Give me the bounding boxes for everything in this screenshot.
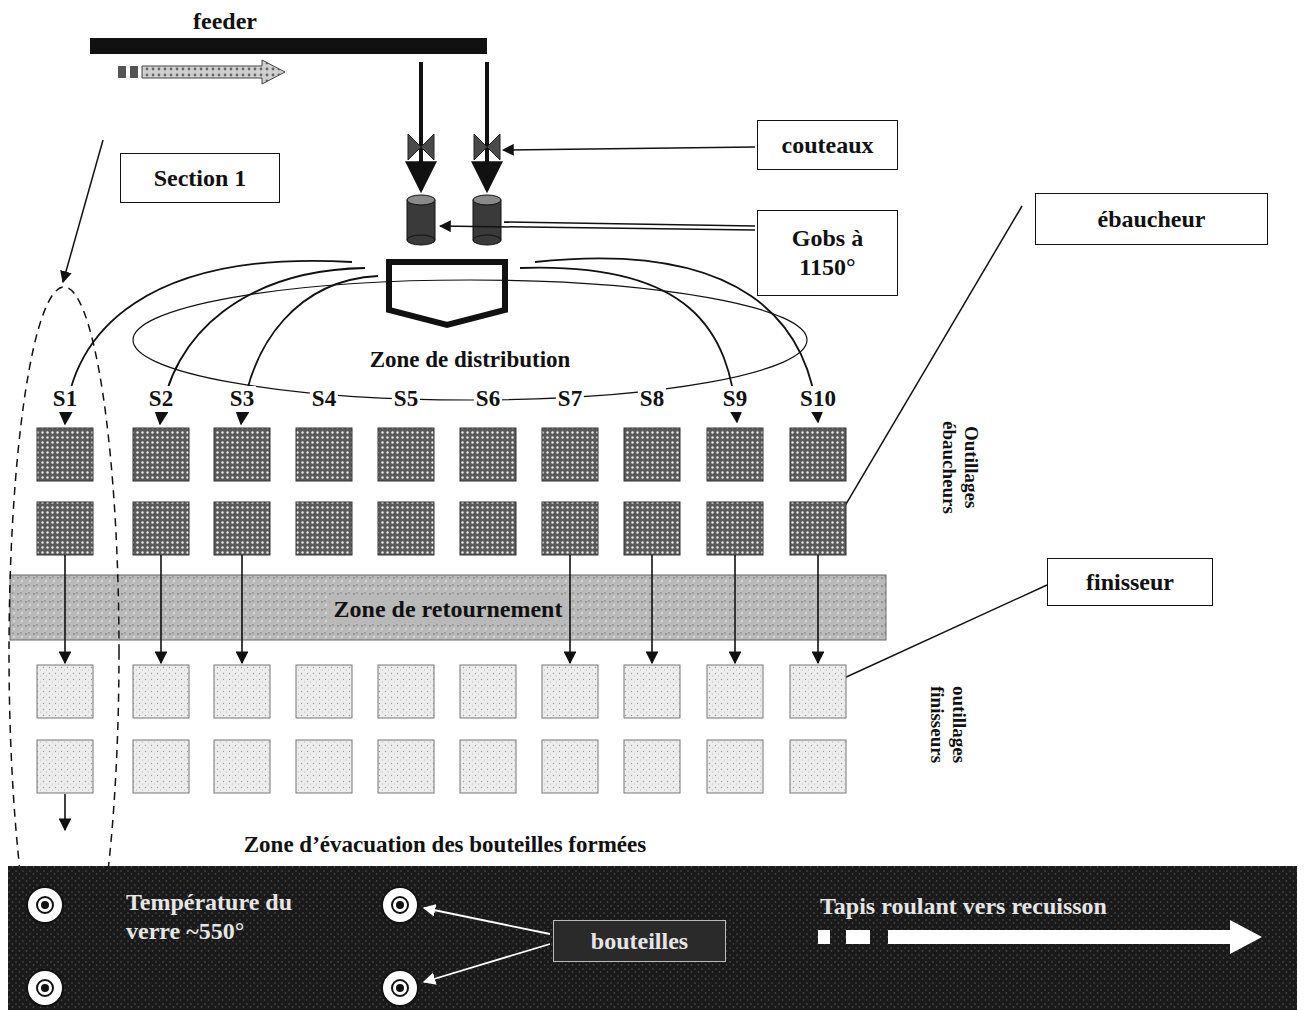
blank-mould (707, 428, 763, 481)
node-text: Température du verre ~550° (126, 888, 326, 946)
node-text: couteaux (782, 131, 874, 160)
feeder-bar (90, 38, 487, 54)
finish-mould (460, 665, 516, 718)
blank-mould (624, 428, 680, 481)
node-text: finisseur (1086, 568, 1174, 597)
finish-mould (707, 740, 763, 793)
finish-mould (214, 740, 270, 793)
blank-mould (790, 428, 846, 481)
distribution-zone-label: Zone de distribution (133, 280, 807, 400)
finish-mould (624, 740, 680, 793)
section-number: S10 (798, 386, 838, 412)
knife-symbol (408, 134, 500, 160)
blank-mould (460, 502, 516, 555)
finish-mould (378, 665, 434, 718)
blank-mould (296, 502, 352, 555)
finish-mould (460, 740, 516, 793)
blank-mould (214, 428, 270, 481)
section-number: S4 (310, 386, 338, 412)
blank-mould (542, 502, 598, 555)
blank-mould (378, 502, 434, 555)
callout-box: Gobs à 1150° (757, 210, 898, 296)
node-text: Tapis roulant vers recuisson (820, 892, 1280, 921)
blank-mould (460, 428, 516, 481)
node-text: bouteilles (591, 927, 688, 956)
bottle-symbol (27, 887, 418, 1006)
section-number: S2 (147, 386, 175, 412)
finish-mould (790, 740, 846, 793)
node-text: Zone de distribution (370, 346, 571, 374)
distribution-zone (133, 280, 807, 400)
section-number: S1 (51, 386, 79, 412)
blank-mould (542, 428, 598, 481)
section-number: S3 (228, 386, 256, 412)
finish-mould (133, 740, 189, 793)
section-number: S9 (721, 386, 749, 412)
gob-symbol (407, 195, 501, 245)
blank-mould (133, 502, 189, 555)
section-number: S5 (392, 386, 420, 412)
finish-mould (542, 665, 598, 718)
conveyor-arrow (888, 920, 1262, 954)
side-label: Outillages ébaucheurs (930, 400, 982, 535)
finish-mould (790, 665, 846, 718)
distributor-funnel (389, 262, 505, 325)
blank-mould (378, 428, 434, 481)
blank-mould (133, 428, 189, 481)
finish-mould (37, 740, 93, 793)
section-number: S6 (474, 386, 502, 412)
finish-mould (624, 665, 680, 718)
node-text: ébaucheur (1098, 205, 1206, 234)
node-text: Zone de retournement (330, 595, 567, 624)
blank-mould (624, 502, 680, 555)
side-label: outillages finisseurs (918, 662, 970, 787)
blank-mould (214, 502, 270, 555)
finish-mould (542, 740, 598, 793)
blank-mould (37, 502, 93, 555)
finish-mould (214, 665, 270, 718)
turnover-band: Zone de retournement (10, 575, 886, 640)
section-number: S7 (556, 386, 584, 412)
zone-label: feeder (193, 8, 257, 35)
callout-box: bouteilles (553, 920, 726, 962)
blank-mould (37, 428, 93, 481)
blank-mould (790, 502, 846, 555)
blank-mould (296, 428, 352, 481)
finish-mould (707, 665, 763, 718)
conveyor-band: Température du verre ~550° Tapis roulant … (8, 866, 1297, 1010)
zone-label: Zone d’évacuation des bouteilles formées (244, 832, 646, 858)
callout-box: Section 1 (120, 153, 280, 203)
finish-mould (37, 665, 93, 718)
finish-mould (296, 665, 352, 718)
finish-mould (133, 665, 189, 718)
node-text: Section 1 (154, 164, 247, 193)
callout-box: ébaucheur (1035, 193, 1268, 245)
finish-mould (378, 740, 434, 793)
callout-box: finisseur (1047, 558, 1213, 606)
callout-box: couteaux (757, 120, 898, 170)
node-text: Gobs à 1150° (766, 224, 889, 282)
blank-mould (707, 502, 763, 555)
section-number: S8 (638, 386, 666, 412)
finish-mould (296, 740, 352, 793)
